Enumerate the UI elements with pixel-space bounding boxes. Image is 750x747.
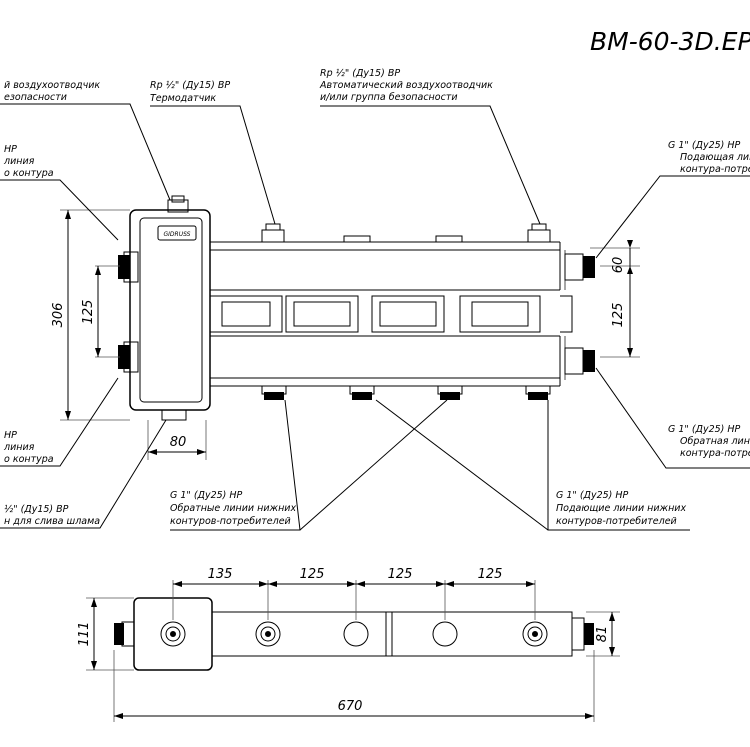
callout-top-left-2: езопасности — [4, 92, 67, 103]
callout-thermo-1: Rp ½" (Ду15) ВР — [150, 80, 230, 91]
callout-right-lower-2: Обратная линия — [680, 436, 750, 447]
supply-outlet-4 — [528, 392, 548, 400]
brand-plate — [157, 225, 197, 241]
right-upper-fitting — [583, 256, 595, 278]
callout-left-lower-1: НР — [4, 430, 17, 441]
callout-top-left-1: й воздухоотводчик — [4, 80, 100, 91]
plan-view — [86, 580, 620, 722]
dim-81: 81 — [595, 626, 610, 643]
brand-logo: GIDRUSS — [163, 231, 190, 238]
dim-125-a: 125 — [300, 567, 325, 582]
right-lower-fitting — [583, 350, 595, 372]
dim-125-c: 125 — [478, 567, 503, 582]
callout-right-lower-3: контура-потреб — [680, 448, 750, 459]
callout-air-2: Автоматический воздухоотводчик — [319, 80, 493, 91]
callout-right-upper-3: контура-потреб — [680, 164, 750, 175]
callout-return-3: контуров-потребителей — [170, 516, 291, 527]
callout-supply-3: контуров-потребителей — [556, 516, 677, 527]
callout-return-1: G 1" (Ду25) НР — [170, 490, 243, 501]
callout-right-upper-2: Подающая линия — [680, 152, 750, 163]
dim-135: 135 — [208, 567, 233, 582]
plan-dimensions: 135 125 125 125 111 81 670 — [77, 567, 615, 719]
dim-670: 670 — [338, 699, 363, 714]
callout-thermo-2: Термодатчик — [150, 93, 216, 104]
dim-111: 111 — [77, 622, 92, 647]
separator-inner — [139, 217, 203, 403]
callout-supply-2: Подающие линии нижних — [556, 503, 686, 514]
callout-supply-1: G 1" (Ду25) НР — [556, 490, 629, 501]
callout-air-1: Rp ½" (Ду15) ВР — [320, 68, 400, 79]
drawing-title: BM-60-3D.EPP — [590, 27, 750, 56]
callout-left-upper-2: линия — [3, 156, 35, 167]
return-outlet-1 — [264, 392, 284, 400]
callout-right-lower-1: G 1" (Ду25) НР — [668, 424, 741, 435]
callout-air-3: и/или группа безопасности — [320, 92, 458, 103]
callout-texts: й воздухоотводчик езопасности НР линия о… — [3, 68, 750, 527]
callout-left-upper-1: НР — [4, 144, 17, 155]
supply-outlet-2 — [352, 392, 372, 400]
dim-125-right: 125 — [611, 303, 626, 328]
plan-left-fitting — [114, 623, 124, 645]
dim-125-b: 125 — [388, 567, 413, 582]
front-dimensions: 306 125 80 60 125 — [51, 210, 633, 455]
front-view: GIDRUSS — [60, 195, 640, 460]
callout-right-upper-1: G 1" (Ду25) НР — [668, 140, 741, 151]
callout-left-upper-3: о контура — [4, 168, 54, 179]
callout-left-lower-3: о контура — [4, 454, 54, 465]
callout-drain-1: ½" (Ду15) ВР — [4, 504, 69, 515]
callout-return-2: Обратные линии нижних — [170, 503, 296, 514]
callout-left-lower-2: линия — [3, 442, 35, 453]
dim-125-left: 125 — [81, 300, 96, 325]
leaders — [0, 103, 750, 531]
return-outlet-3 — [440, 392, 460, 400]
dim-60: 60 — [611, 257, 626, 274]
dim-306: 306 — [51, 303, 66, 328]
separator-top-boss — [167, 199, 189, 213]
separator-bottom-boss — [161, 409, 187, 421]
dim-80: 80 — [170, 435, 187, 450]
plan-right-fitting — [584, 623, 594, 645]
callout-drain-2: н для слива шлама — [4, 516, 100, 527]
